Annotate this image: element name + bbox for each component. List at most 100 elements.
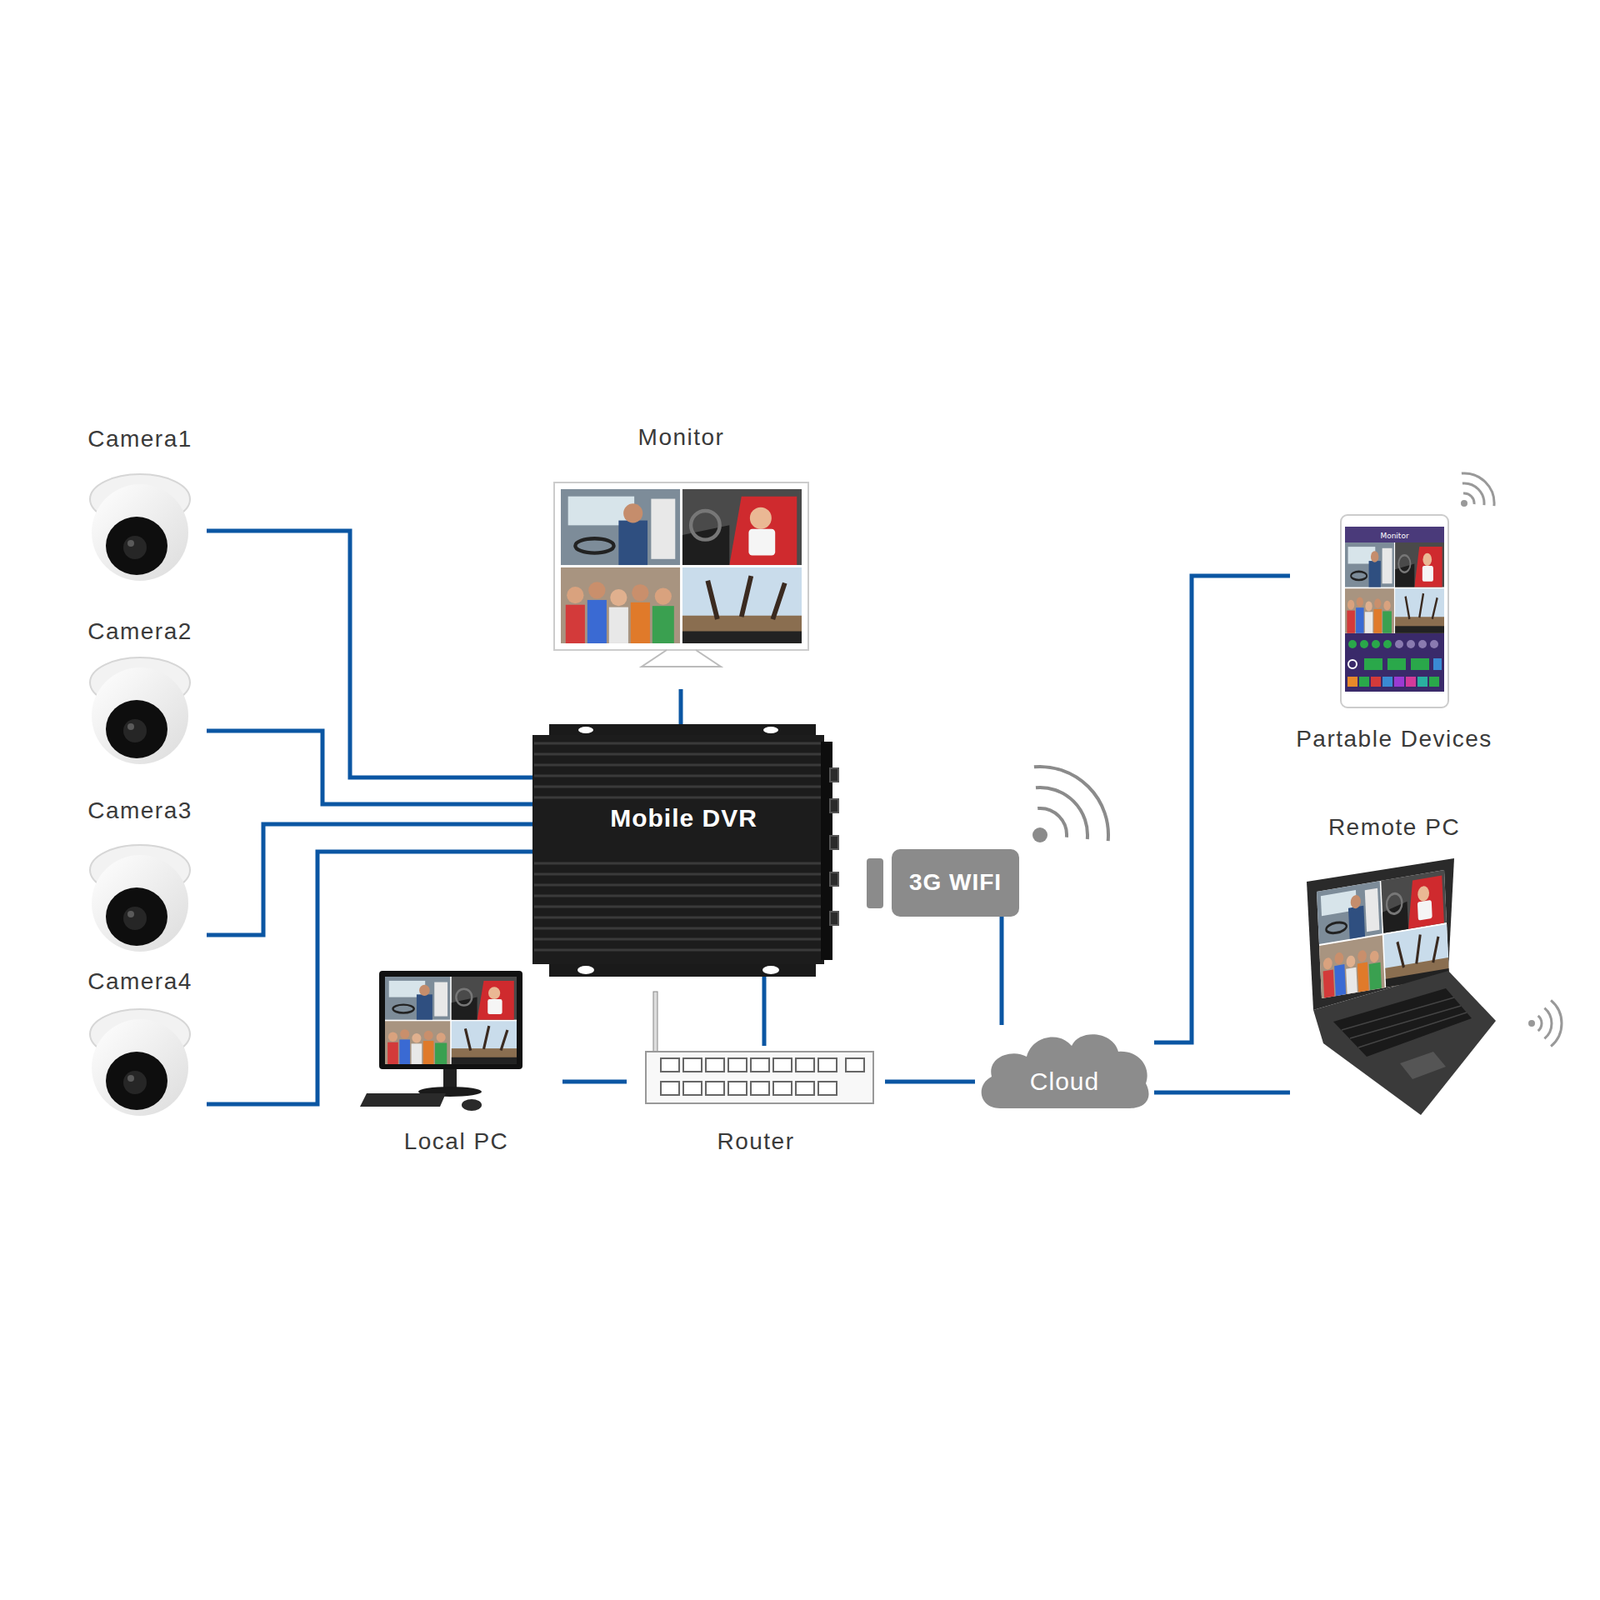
local-pc-illustration (360, 970, 523, 1111)
phone-illustration-part-part (1348, 640, 1357, 649)
phone-illustration-part (1417, 676, 1428, 687)
dvr-illustration-part-part (830, 911, 839, 925)
dvr-illustration-part (549, 724, 816, 736)
node-label: Camera3 (73, 796, 207, 825)
node-label: Camera2 (73, 617, 207, 646)
laptop-illustration (1306, 858, 1562, 1115)
local-pc-illustration-part (379, 970, 523, 1070)
phone-illustration-part (1340, 515, 1449, 708)
dvr-illustration-part-part (534, 775, 823, 778)
cloud-node: Cloud (975, 1025, 1155, 1113)
router-node: Router (626, 1045, 885, 1163)
phone-illustration-part-part (1395, 640, 1404, 649)
router-illustration-part-part (660, 1081, 680, 1095)
connector-line (762, 976, 767, 1046)
router-illustration-part-part (845, 1058, 865, 1072)
phone-illustration-part (1345, 633, 1445, 692)
laptop-illustration-part (1313, 970, 1496, 1115)
connector-line (562, 1080, 627, 1085)
camera-icons (90, 474, 190, 1116)
dvr-illustration-part-part (534, 742, 823, 745)
dvr-illustration-part-part (830, 872, 839, 886)
dvr-illustration-part-part (534, 873, 823, 876)
node-label: Monitor (545, 423, 817, 452)
pc-node: Local PC (350, 966, 563, 1163)
connector-line (206, 730, 533, 805)
dvr-box: Mobile DVR (532, 724, 835, 977)
laptop-illustration-part (1538, 1000, 1562, 1046)
dvr-illustration-part (534, 743, 823, 950)
camera-node: Camera4 (73, 962, 207, 1121)
dvr-illustration-part (762, 965, 780, 975)
monitor-illustration-part (641, 650, 721, 667)
node-label: Remote PC (1290, 813, 1499, 842)
router-illustration-part (653, 991, 658, 1052)
router-illustration-part-part (795, 1058, 815, 1072)
connector-line (1154, 1090, 1290, 1095)
camera-icon (90, 657, 190, 765)
node-label: Partable Devices (1290, 725, 1499, 754)
dvr-illustration-part-part (534, 862, 823, 865)
router-illustration-part-part (705, 1081, 725, 1095)
node-label: Mobile DVR (532, 804, 835, 833)
dvr-illustration-part-part (534, 884, 823, 887)
pc-node: Remote PC (1290, 804, 1499, 1117)
dvr-illustration-part-part (830, 835, 839, 850)
dvr-illustration-part-part (534, 949, 823, 952)
phone-illustration-part-part (1387, 658, 1406, 670)
node-label: Local PC (350, 1127, 563, 1156)
phone-illustration-part (1405, 676, 1416, 687)
phone-illustration-part (1345, 526, 1445, 543)
dvr-illustration-part (830, 768, 839, 925)
dvr-illustration-part-part (534, 895, 823, 898)
dvr-illustration-part-part (534, 796, 823, 800)
node-label: Cloud (975, 1067, 1155, 1096)
device-node: Partable Devices (1290, 508, 1499, 755)
camera-node: Camera2 (73, 612, 207, 771)
router-illustration (645, 991, 874, 1104)
router-illustration-part-part (773, 1058, 792, 1072)
camera-icon (90, 474, 190, 581)
router-illustration-part-part (728, 1058, 747, 1072)
phone-illustration-part-part (1371, 640, 1380, 649)
connector-line (679, 689, 684, 725)
dvr-illustration (532, 724, 839, 977)
router-illustration-part-part (660, 1058, 680, 1072)
phone-illustration-part (1364, 658, 1430, 670)
phone-illustration-part (1348, 660, 1357, 669)
wifi-module: 3G WIFI (891, 849, 1020, 917)
router-illustration-part-part (705, 1058, 725, 1072)
camera-node: Camera1 (73, 420, 207, 588)
connector-line (1000, 916, 1005, 1025)
dvr-illustration-part-part (830, 799, 839, 813)
phone-illustration-part (1395, 640, 1439, 649)
wifi-dongle-part (866, 858, 884, 909)
local-pc-illustration-part (443, 1069, 457, 1088)
dvr-illustration-part-part (534, 764, 823, 767)
router-illustration-part-part (750, 1081, 770, 1095)
phone-illustration-part (1394, 676, 1405, 687)
phone-illustration (1340, 473, 1495, 708)
local-pc-illustration-part (385, 976, 517, 1065)
connector-line (206, 530, 533, 778)
local-pc-illustration-part (360, 1093, 446, 1107)
dvr-illustration-part (549, 964, 816, 977)
router-illustration-part-part (683, 1081, 702, 1095)
node-label: Camera4 (73, 967, 207, 996)
router-illustration-part-part (728, 1081, 747, 1095)
camera-node: Camera3 (73, 791, 207, 955)
dvr-illustration-part-part (534, 916, 823, 920)
dvr-illustration-part-part (534, 785, 823, 789)
node-label: Camera1 (73, 425, 207, 454)
dvr-illustration-part-part (534, 753, 823, 756)
node-label: Router (626, 1127, 885, 1156)
phone-illustration-part (1429, 676, 1440, 687)
router-illustration-part (645, 1051, 874, 1104)
phone-illustration-part (1382, 676, 1393, 687)
phone-illustration-part-part (1364, 658, 1383, 670)
router-illustration-part-part (750, 1058, 770, 1072)
monitor-node: Monitor (545, 416, 817, 690)
wifi-dongle-part (1032, 827, 1048, 843)
